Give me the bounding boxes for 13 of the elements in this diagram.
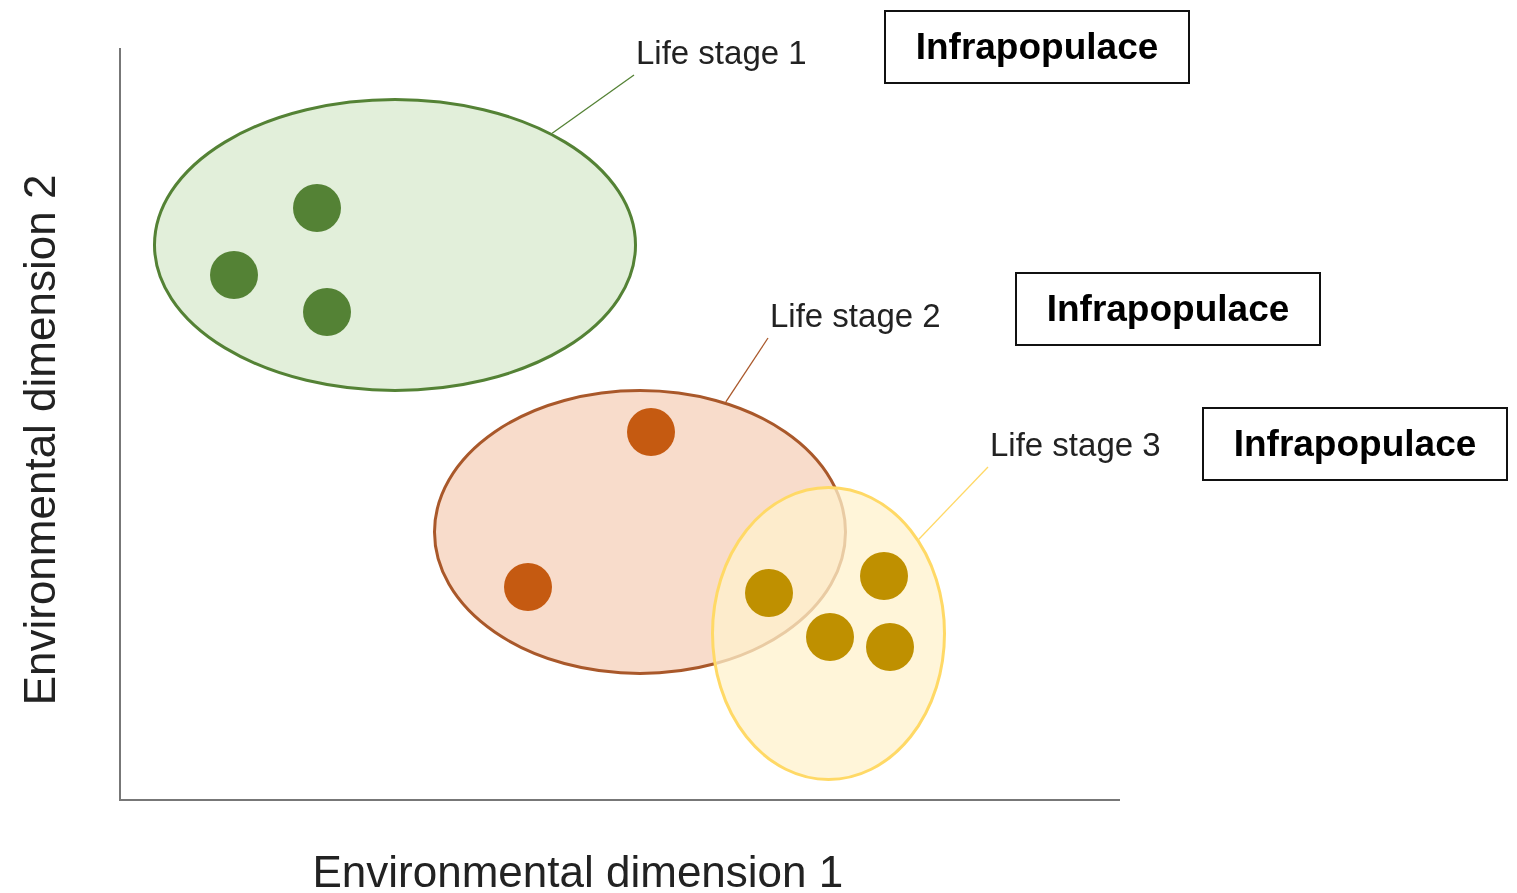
callout-text: Life stage 3 [990, 425, 1190, 469]
axis-title: Environmental dimension 1 [312, 847, 844, 893]
niche-ellipse [711, 486, 946, 781]
axis-title: Environmental dimension 2 [14, 174, 65, 706]
niche-ellipse [153, 98, 637, 392]
leader-line [551, 74, 635, 134]
callout-text: Life stage 1 [636, 33, 836, 77]
label-box: Infrapopulace [1202, 407, 1508, 481]
label-box: Infrapopulace [884, 10, 1190, 84]
leader-line [918, 466, 989, 540]
leader-line [725, 337, 769, 403]
callout-text: Life stage 2 [770, 296, 970, 340]
label-box: Infrapopulace [1015, 272, 1321, 346]
